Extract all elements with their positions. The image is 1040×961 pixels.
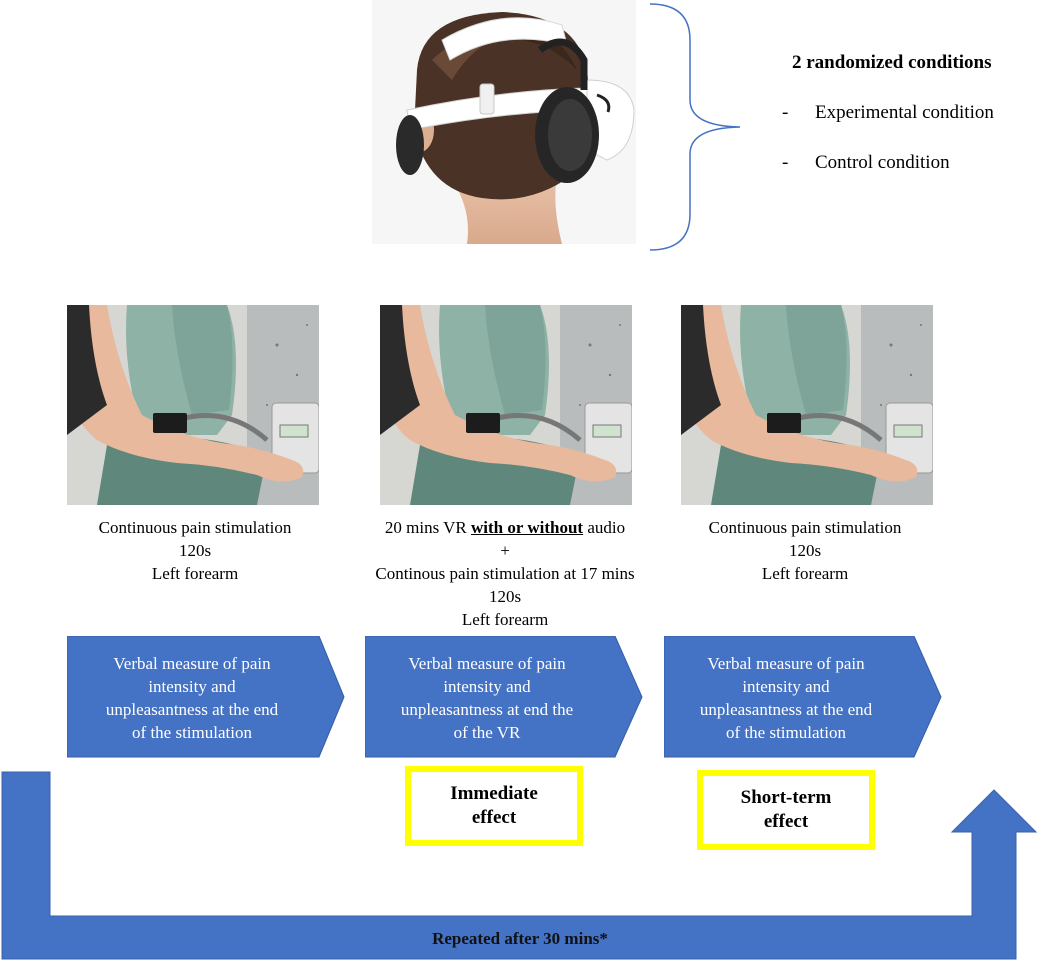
condition-control: Control condition: [815, 152, 950, 173]
measure-arrow: [67, 636, 345, 758]
condition-bullet: -: [782, 152, 789, 173]
arm-stimulation-photo: [681, 305, 933, 505]
measure-arrow: [365, 636, 643, 758]
repeat-label: Repeated after 30 mins*: [432, 929, 608, 948]
arm-stimulation-photo: [67, 305, 319, 505]
measure-arrow-text: Verbal measure of pain intensity and unp…: [400, 654, 574, 742]
measure-arrow-text: Verbal measure of pain intensity and unp…: [105, 654, 279, 742]
vr-headset-photo: [372, 0, 636, 244]
condition-bullet: -: [782, 102, 789, 123]
conditions-heading: 2 randomized conditions: [792, 52, 992, 73]
repeat-loop-arrow: [1, 771, 1038, 960]
with-or-without-emphasis: with or without: [471, 518, 584, 537]
arm-stimulation-photo: [380, 305, 632, 505]
measure-arrow: [664, 636, 942, 758]
curly-brace: [649, 3, 741, 251]
vr-headset-illustration: [372, 0, 636, 244]
step-caption: 20 mins VR with or without audio + Conti…: [375, 518, 635, 629]
step-caption: Continuous pain stimulation 120s Left fo…: [98, 518, 292, 583]
condition-experimental: Experimental condition: [815, 102, 994, 123]
measure-arrow-text: Verbal measure of pain intensity and unp…: [699, 654, 873, 742]
step-caption: Continuous pain stimulation 120s Left fo…: [708, 518, 902, 583]
